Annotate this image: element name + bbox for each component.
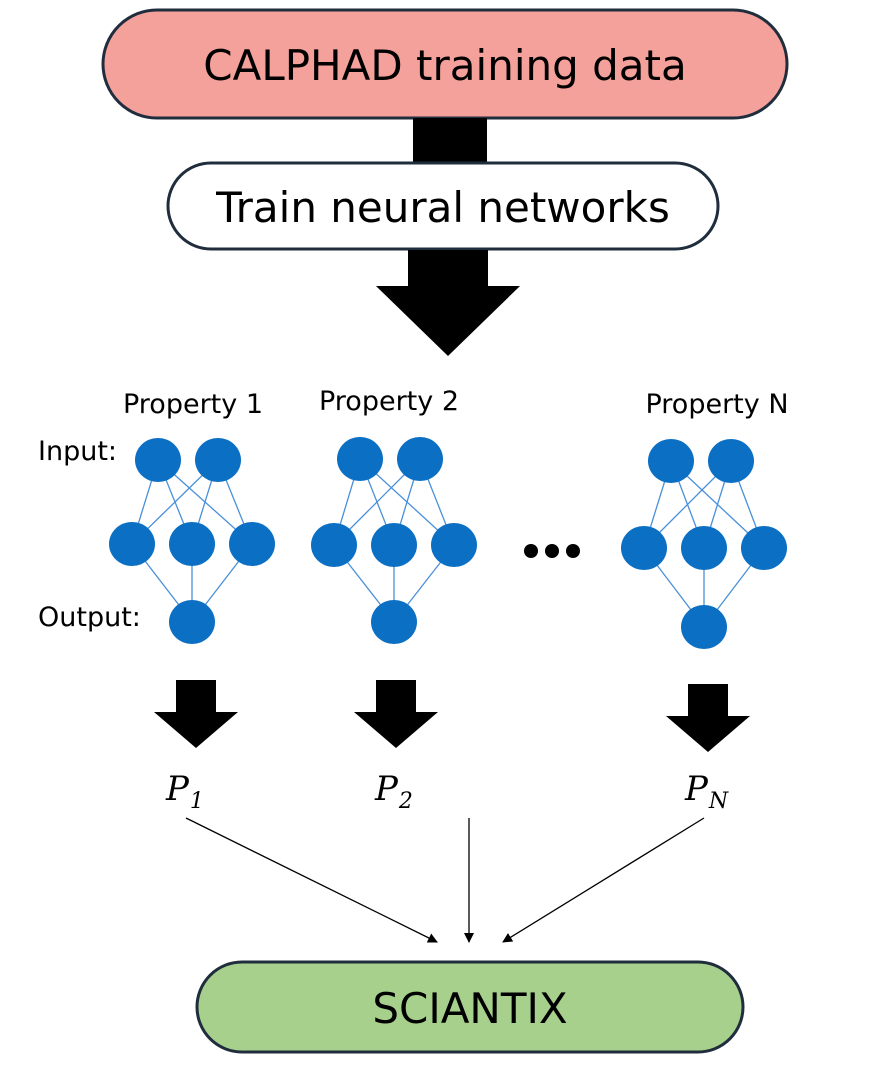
network-2-title: Property 2 [319,386,459,417]
link-p1-sciantix [185,817,438,943]
down-arrow-1 [154,680,238,748]
sciantix-node: SCIANTIX [195,960,745,1054]
output-label: Output: [38,602,141,633]
input-label: Input: [38,436,117,467]
link-pn-sciantix [502,817,705,943]
network-1: Property 1 [109,389,275,644]
network-n: Property N [621,389,789,649]
big-down-arrow [376,250,520,356]
train-networks-node: Train neural networks [166,161,720,251]
training-data-node: CALPHAD training data [101,8,789,120]
sciantix-label: SCIANTIX [372,984,567,1033]
output-p1: P1 [165,769,204,814]
training-data-label: CALPHAD training data [203,41,686,90]
output-pn: PN [684,769,729,814]
down-arrow-2 [354,680,438,748]
output-p2: P2 [374,769,413,814]
network-n-title: Property N [645,389,788,420]
connector-block [413,118,487,164]
network-2: Property 2 [311,386,477,644]
train-networks-label: Train neural networks [215,183,670,232]
down-arrow-n [666,684,750,752]
ellipsis-dots [524,544,580,558]
network-1-title: Property 1 [123,389,263,420]
